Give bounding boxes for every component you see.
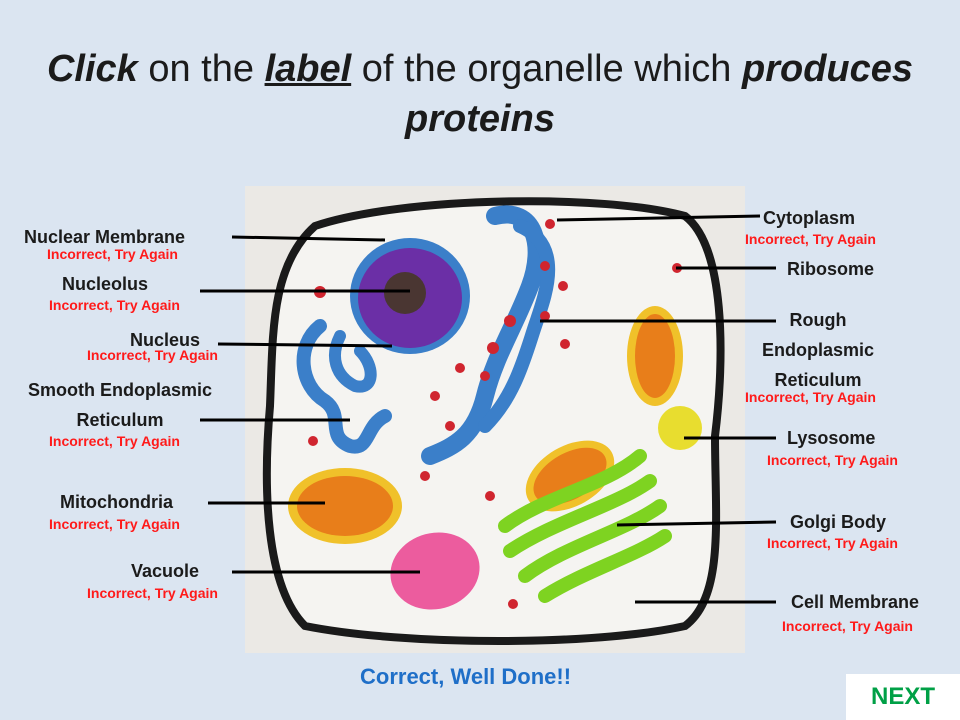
label-smooth-er-line1: Smooth Endoplasmic [27, 380, 213, 400]
question-text-produces: produces [741, 48, 914, 90]
feedback-nucleolus: Incorrect, Try Again [49, 297, 180, 313]
label-mitochondria[interactable]: Mitochondria [60, 492, 173, 512]
label-ribosome[interactable]: Ribosome [787, 259, 875, 279]
label-rough-er-line3: Reticulum [774, 370, 862, 390]
label-nucleolus[interactable]: Nucleolus [62, 274, 149, 294]
label-nuclear-membrane[interactable]: Nuclear Membrane [24, 227, 186, 247]
animal-cell-model-image [245, 186, 745, 653]
feedback-vacuole: Incorrect, Try Again [87, 585, 218, 601]
animal-cell-illustration [262, 197, 725, 645]
nucleolus-shape [384, 272, 426, 314]
feedback-cytoplasm: Incorrect, Try Again [745, 231, 876, 247]
question-text-click: Click [46, 48, 138, 90]
label-rough-er-line1: Rough [789, 310, 847, 330]
label-golgi-body[interactable]: Golgi Body [790, 512, 886, 532]
next-button[interactable]: NEXT [846, 674, 960, 720]
feedback-lysosome: Incorrect, Try Again [767, 452, 898, 468]
label-lysosome[interactable]: Lysosome [787, 428, 876, 448]
rough-er-fold [478, 219, 556, 433]
golgi-body-shape [498, 449, 672, 603]
question-text-label: label [264, 48, 352, 90]
smooth-er-fold [329, 330, 377, 393]
label-nucleus[interactable]: Nucleus [130, 330, 201, 350]
label-cytoplasm[interactable]: Cytoplasm [763, 208, 856, 228]
question-text: on the [137, 48, 265, 90]
feedback-mitochondria: Incorrect, Try Again [49, 516, 180, 532]
feedback-rough-er: Incorrect, Try Again [745, 389, 876, 405]
feedback-golgi-body: Incorrect, Try Again [767, 535, 898, 551]
vacuole-shape [390, 532, 480, 610]
label-smooth-er-line2: Reticulum [76, 410, 164, 430]
feedback-smooth-er: Incorrect, Try Again [49, 433, 180, 449]
label-rough-er[interactable]: Rough Endoplasmic Reticulum [748, 305, 888, 395]
correct-feedback: Correct, Well Done!! [360, 664, 572, 689]
question-text: of the organelle which [351, 48, 742, 90]
label-vacuole[interactable]: Vacuole [131, 561, 200, 581]
question-text-proteins: proteins [405, 98, 555, 140]
feedback-cell-membrane: Incorrect, Try Again [782, 618, 913, 634]
feedback-nucleus: Incorrect, Try Again [87, 347, 218, 363]
question-title: Click on the label of the organelle whic… [40, 44, 920, 144]
feedback-nuclear-membrane: Incorrect, Try Again [47, 246, 178, 262]
label-rough-er-line2: Endoplasmic [761, 340, 875, 360]
label-smooth-er[interactable]: Smooth Endoplasmic Reticulum [14, 375, 226, 435]
label-cell-membrane[interactable]: Cell Membrane [791, 592, 920, 612]
